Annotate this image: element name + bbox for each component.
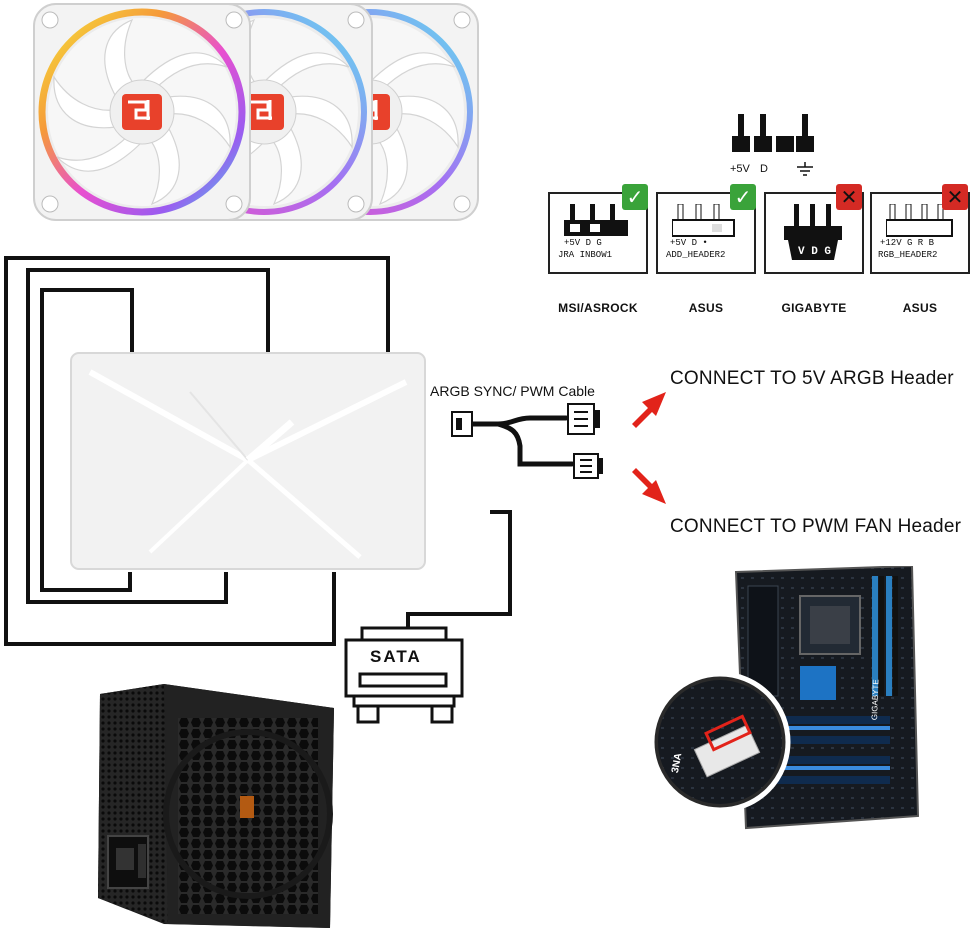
motherboard — [650, 566, 920, 830]
brand-asus-2: ASUS — [902, 301, 938, 315]
arrow-to-argb-icon — [632, 392, 666, 428]
sata-connector — [344, 626, 464, 724]
motherboard-brand: GIGABYTE — [870, 679, 881, 721]
connect-argb-label: CONNECT TO 5V ARGB Header — [670, 368, 954, 389]
pin-label-d: D — [760, 163, 768, 175]
header-msi-name: JRA INBOW1 — [558, 250, 613, 260]
header-gigabyte-pins: V D G — [798, 246, 832, 258]
cable-label: ARGB SYNC/ PWM Cable — [430, 383, 595, 399]
header-msi-icon — [564, 204, 628, 236]
check-icon-asus-add: ✓ — [730, 184, 756, 210]
header-asus-add-name: ADD_HEADER2 — [666, 250, 726, 260]
brand-msi-asrock: MSI/ASROCK — [558, 301, 638, 315]
header-asus-rgb-icon — [886, 204, 953, 237]
argb-3pin-plug — [567, 403, 600, 435]
arrow-to-pwm-icon — [632, 468, 666, 504]
check-icon-msi: ✓ — [622, 184, 648, 210]
argb-hub — [70, 352, 426, 570]
pin-label-5v: +5V — [730, 163, 750, 175]
ground-icon — [797, 162, 813, 176]
argb-fans-group — [32, 2, 480, 222]
cross-icon-asus-rgb: ✕ — [942, 184, 968, 210]
header-asus-rgb-name: RGB_HEADER2 — [878, 250, 938, 260]
cable-fan-plug — [451, 411, 473, 437]
header-gigabyte-icon — [784, 204, 842, 260]
header-asus-add-pins: +5V D • — [670, 238, 708, 248]
sata-label: SATA — [370, 647, 422, 666]
connect-pwm-label: CONNECT TO PWM FAN Header — [670, 516, 962, 537]
header-msi-pins: +5V D G — [564, 238, 602, 248]
argb-pinout-diagram — [732, 114, 814, 152]
cross-icon-gigabyte: ✕ — [836, 184, 862, 210]
brand-asus-1: ASUS — [688, 301, 724, 315]
header-asus-rgb-pins: +12V G R B — [880, 238, 935, 248]
power-supply — [98, 684, 334, 928]
header-asus-add-icon — [672, 204, 735, 237]
pwm-4pin-plug — [573, 453, 603, 479]
brand-gigabyte: GIGABYTE — [781, 301, 847, 315]
